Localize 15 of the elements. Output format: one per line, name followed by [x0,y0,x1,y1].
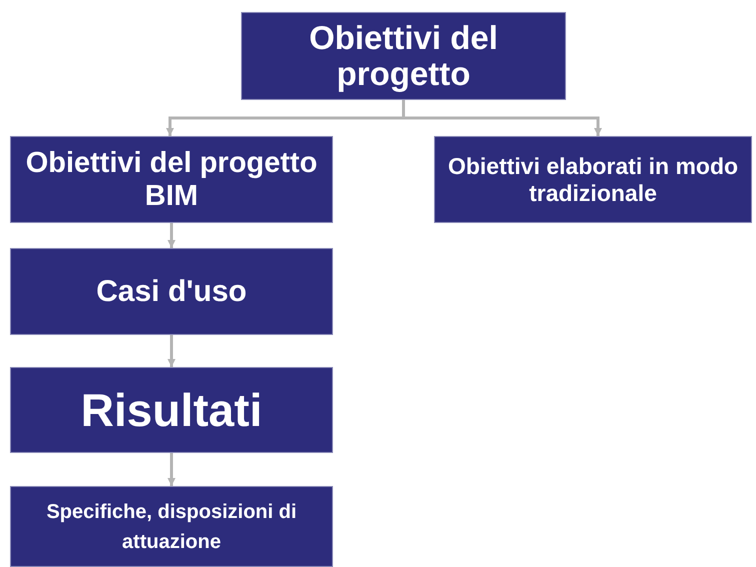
process-box [10,248,333,335]
connector-arrow [168,223,176,248]
box-label: Risultati [80,385,262,435]
process-box [10,486,333,567]
connector-arrow [168,335,176,367]
box-label: Obiettivi del progetto BIM [24,146,318,212]
process-box [10,367,333,453]
box-label: Casi d'uso [96,274,247,308]
process-box [10,136,333,223]
box-label: Specifiche, disposizioni di attuazione [45,500,298,554]
box-label: Obiettivi elaborati in modo tradizionale [446,152,740,206]
process-box [434,136,752,223]
box-label: Obiettivi del progetto [308,20,499,92]
connector-arrow [168,453,176,486]
process-box [241,12,566,100]
